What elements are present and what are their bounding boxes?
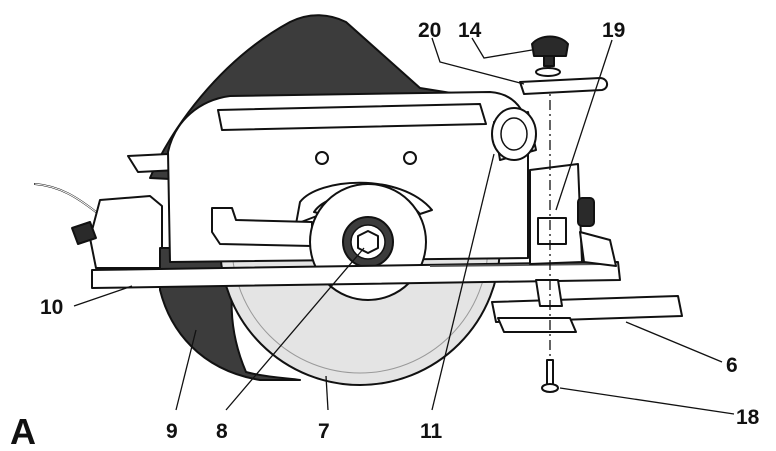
callout-11: 11	[420, 420, 443, 443]
callout-20: 20	[418, 19, 441, 42]
bevel-bracket	[529, 163, 583, 265]
leader-11	[431, 153, 495, 411]
fixing-screw-head	[541, 383, 559, 393]
leader-10	[73, 285, 133, 307]
leader-9	[175, 329, 197, 411]
bracket-nut	[537, 217, 567, 245]
figure-letter: A	[10, 411, 36, 451]
power-cord	[34, 183, 97, 213]
callout-18: 18	[736, 406, 760, 429]
leader-6	[625, 321, 723, 363]
dust-port-inner	[500, 117, 528, 151]
leader-19	[555, 39, 613, 211]
leader-18	[559, 387, 735, 415]
callout-10: 10	[40, 296, 63, 319]
guide-foot	[497, 317, 577, 333]
wing-knob	[531, 35, 569, 57]
washer	[535, 67, 561, 77]
handle-knob	[71, 221, 97, 245]
callout-6: 6	[726, 354, 738, 377]
guide-clamp	[535, 279, 563, 307]
vent-hole-right	[403, 151, 417, 165]
callout-8: 8	[216, 420, 228, 443]
rear-handle	[89, 195, 163, 269]
leader-20	[431, 37, 525, 85]
guide-bracket	[519, 77, 608, 95]
power-cord-inner	[34, 183, 97, 213]
callout-19: 19	[602, 19, 625, 42]
housing-ridge	[217, 103, 487, 131]
wing-knob-stem	[543, 55, 555, 67]
base-plate-slot	[429, 263, 601, 267]
leader-14	[471, 37, 533, 59]
fixing-screw-shaft	[546, 359, 554, 387]
bracket-support	[579, 231, 617, 267]
leader-7	[325, 375, 329, 411]
bevel-knob	[577, 197, 595, 227]
callout-9: 9	[166, 420, 178, 443]
base-plate	[91, 261, 621, 289]
leader-8	[225, 247, 365, 411]
callout-7: 7	[318, 420, 330, 443]
vent-hole-left	[315, 151, 329, 165]
blade-bolt	[357, 230, 379, 254]
callout-14: 14	[458, 19, 482, 42]
